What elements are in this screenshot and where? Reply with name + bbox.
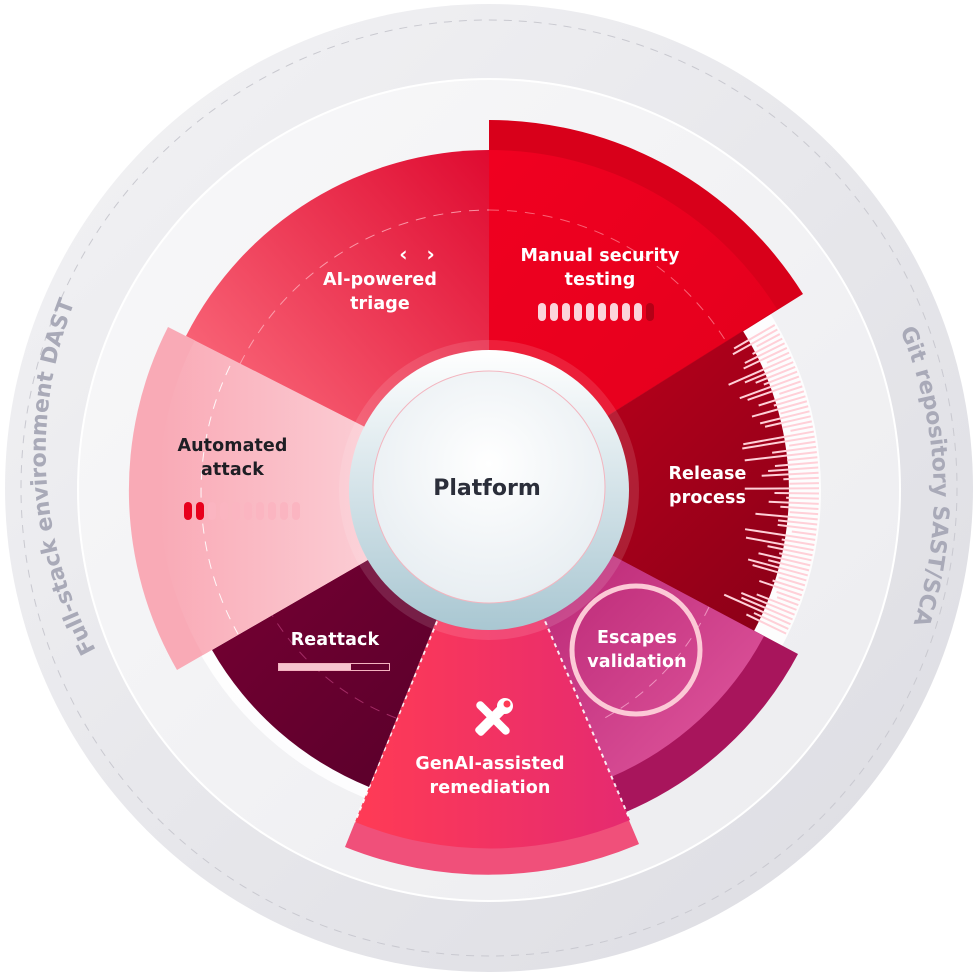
progress-pill — [244, 502, 252, 520]
progress-pill — [646, 303, 654, 321]
progress-pill — [256, 502, 264, 520]
waveform-bar — [786, 498, 819, 499]
progress-pill — [538, 303, 546, 321]
segment-label-ai-powered-triage[interactable]: AI-powered triage — [300, 268, 460, 316]
automated-attack-progress-pills — [184, 502, 300, 520]
segment-label-automated-attack[interactable]: Automated attack — [170, 434, 295, 482]
progress-pill — [634, 303, 642, 321]
segment-label-escapes-validation[interactable]: Escapes validation — [572, 626, 702, 674]
progress-pill — [550, 303, 558, 321]
segment-label-genai-assisted-remediation[interactable]: GenAI-assisted remediation — [395, 752, 585, 800]
reattack-progress-fill — [279, 664, 351, 670]
progress-pill — [232, 502, 240, 520]
progress-pill — [610, 303, 618, 321]
progress-pill — [586, 303, 594, 321]
progress-pill — [196, 502, 204, 520]
progress-pill — [562, 303, 570, 321]
progress-pill — [268, 502, 276, 520]
progress-pill — [622, 303, 630, 321]
platform-label[interactable]: Platform — [397, 476, 577, 501]
progress-pill — [292, 502, 300, 520]
progress-pill — [220, 502, 228, 520]
manual-testing-progress-pills — [538, 303, 654, 321]
code-brackets-icon: ‹ › — [340, 242, 500, 266]
segment-label-manual-security-testing[interactable]: Manual security testing — [505, 244, 695, 292]
waveform-bar — [783, 478, 818, 479]
reattack-progress-bar — [278, 663, 390, 671]
progress-pill — [184, 502, 192, 520]
progress-pill — [598, 303, 606, 321]
progress-pill — [280, 502, 288, 520]
segment-label-release-process[interactable]: Release process — [655, 462, 760, 510]
progress-pill — [574, 303, 582, 321]
segment-label-reattack[interactable]: Reattack — [265, 628, 405, 652]
waveform-bar — [790, 483, 819, 484]
progress-pill — [208, 502, 216, 520]
